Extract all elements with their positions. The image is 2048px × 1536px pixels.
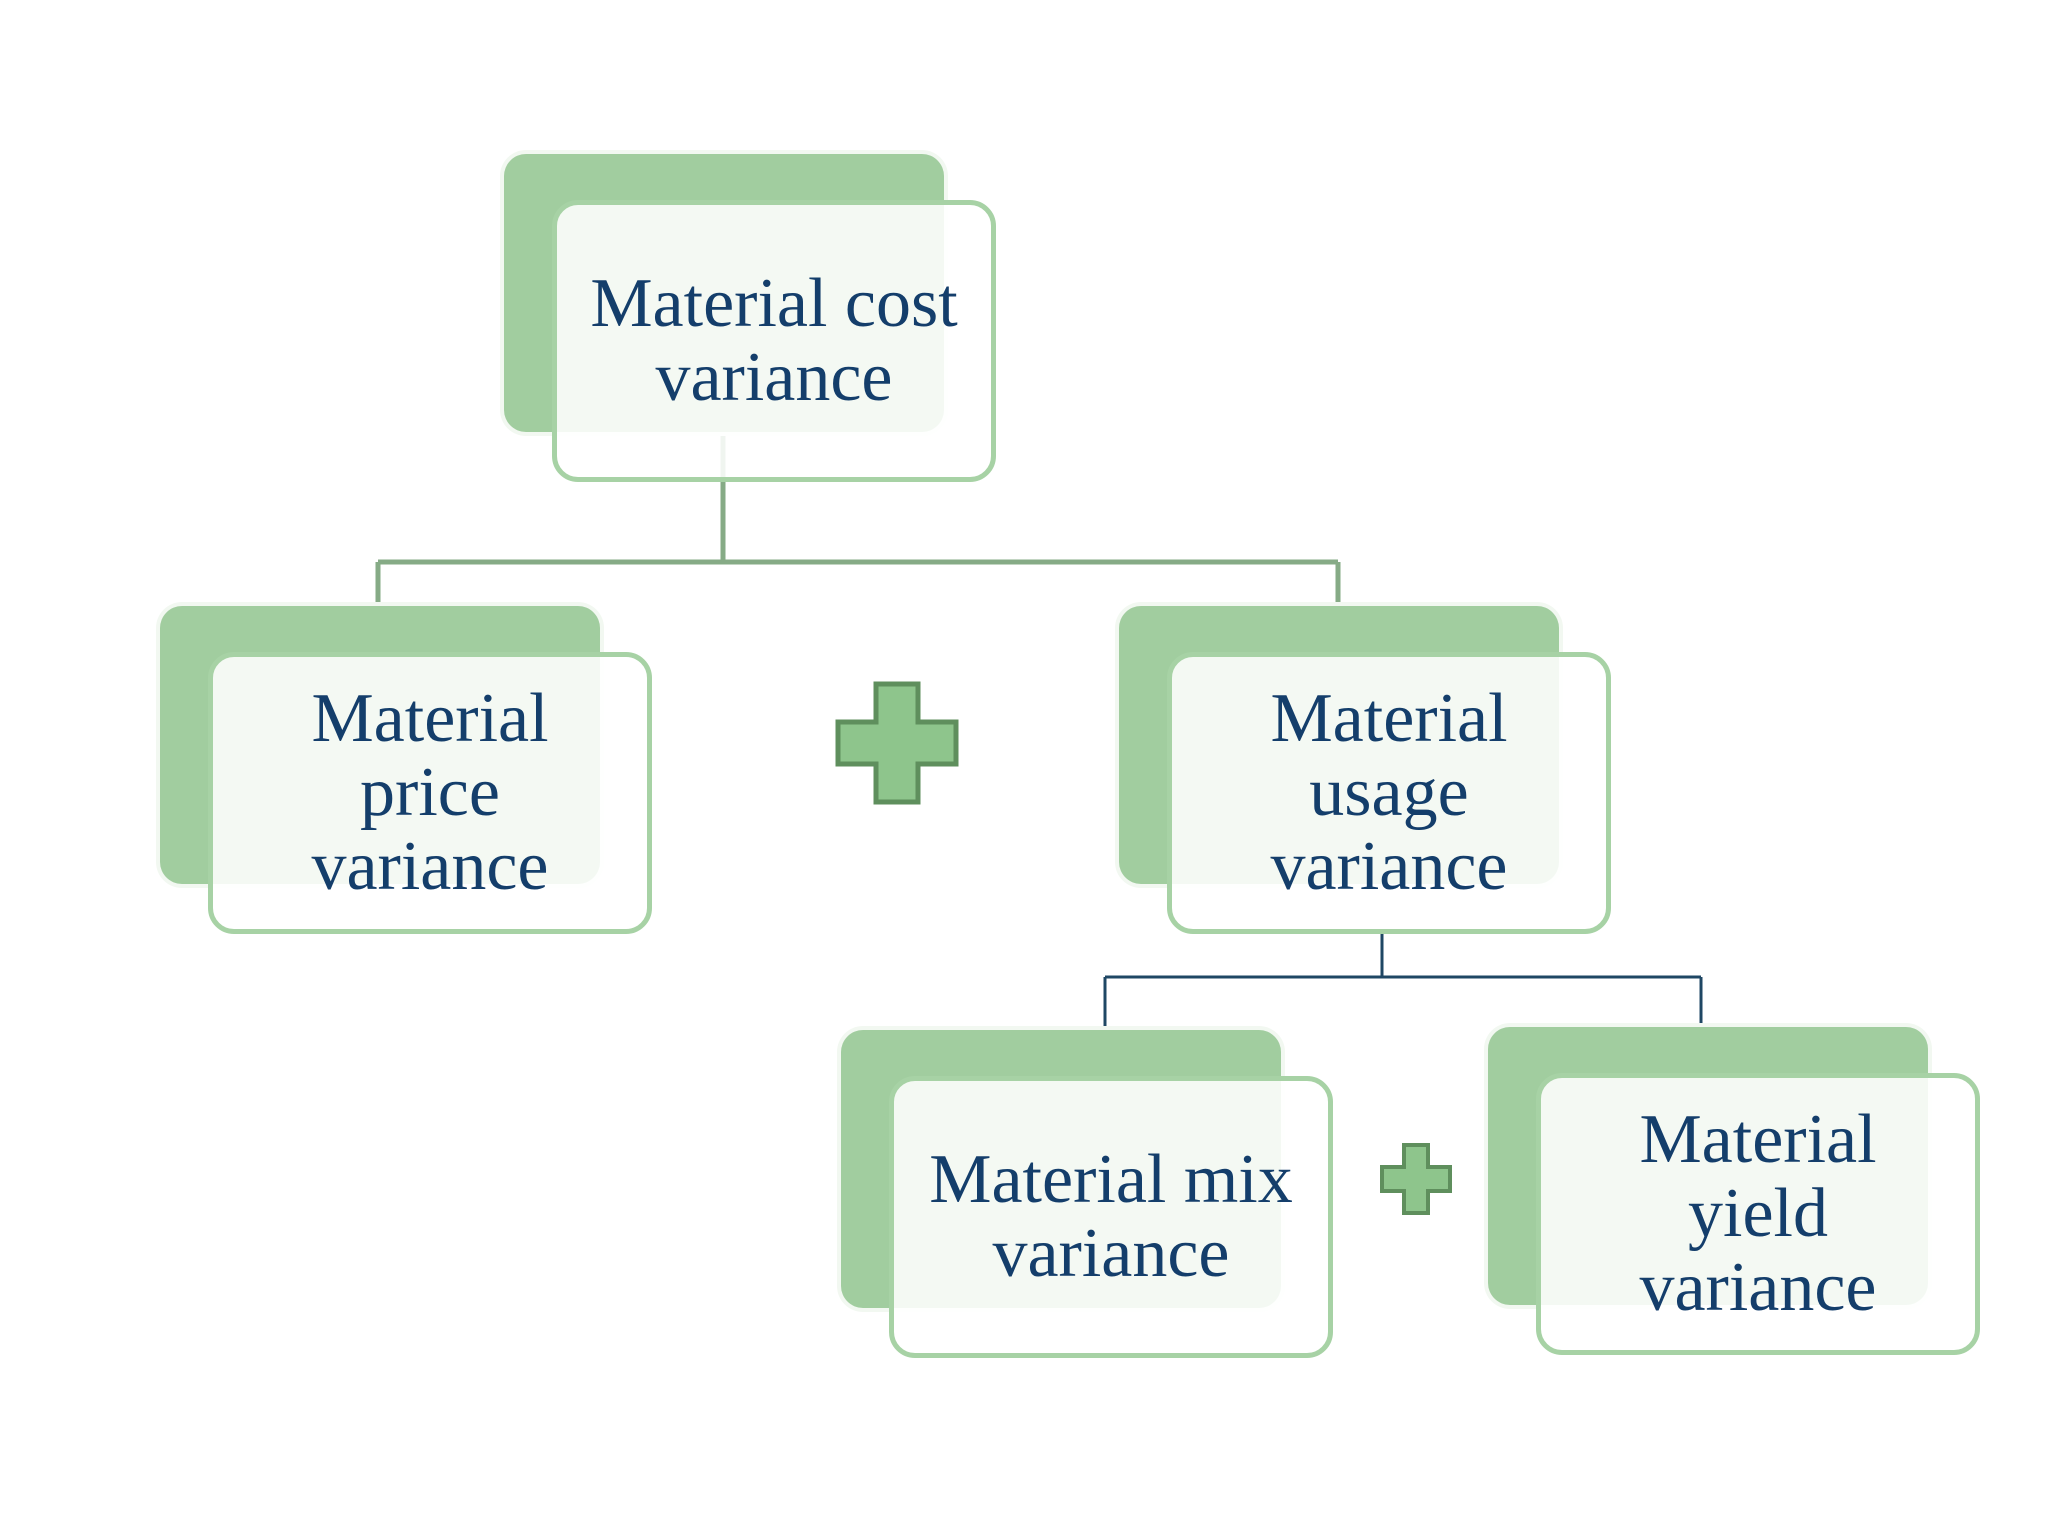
connector-level-2 [1103,932,1703,1030]
plus-icon [1380,1143,1452,1215]
node-front-box: Material mix variance [889,1076,1333,1358]
node-label: Material price variance [311,680,549,905]
node-label: Material cost variance [590,265,958,416]
plus-icon [835,681,959,805]
node-material-price-variance: Material price variance [160,606,652,934]
node-material-usage-variance: Material usage variance [1119,606,1611,934]
node-front-box: Material price variance [208,652,652,934]
node-material-cost-variance: Material cost variance [504,154,996,482]
node-material-yield-variance: Material yield variance [1488,1027,1980,1355]
node-label: Material usage variance [1270,680,1508,905]
node-label: Material mix variance [929,1141,1293,1292]
node-label: Material yield variance [1639,1101,1877,1326]
node-material-mix-variance: Material mix variance [841,1030,1333,1358]
node-front-box: Material cost variance [552,200,996,482]
node-front-box: Material usage variance [1167,652,1611,934]
node-front-box: Material yield variance [1536,1073,1980,1355]
